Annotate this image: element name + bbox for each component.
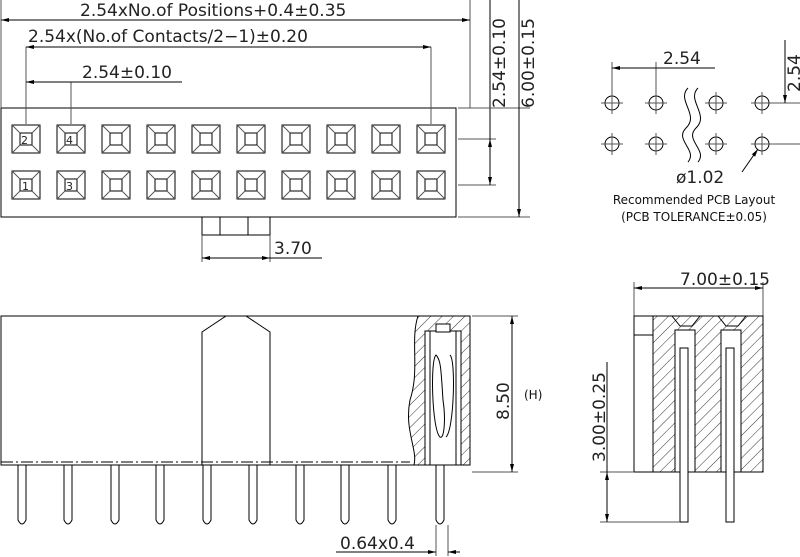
dim-overall-length: 2.54xNo.of Positions+0.4±0.35: [80, 1, 346, 21]
pin-cavity: [281, 170, 311, 200]
pin-cavity: [371, 170, 401, 200]
pcb-pitch-y: 2.54: [785, 54, 800, 92]
pin-cavity: [56, 170, 86, 200]
dim-pitch: 2.54±0.10: [82, 63, 172, 83]
pin-cavity: [11, 124, 41, 154]
pin-cavity: [56, 124, 86, 154]
pin-tail: [435, 465, 445, 525]
pin-tail: [63, 465, 73, 525]
pin-tail: [17, 465, 27, 525]
housing-front: [0, 315, 471, 466]
dim-width: 6.00±0.15: [519, 18, 539, 108]
pin-cavity: [191, 124, 221, 154]
dim-row-pitch: 2.54±0.10: [490, 18, 510, 108]
side-pin-2: [725, 347, 735, 523]
pin-tail: [340, 465, 350, 525]
dim-tail-length: 3.00±0.25: [590, 372, 610, 462]
pin-tails: [17, 465, 445, 525]
dim-tab: 3.70: [274, 239, 312, 259]
pin-label-3: 3: [66, 180, 73, 193]
housing-outline: [0, 107, 457, 218]
dim-pin-size: 0.64x0.4: [340, 534, 415, 554]
pcb-hole: [751, 92, 773, 114]
pcb-hole: [705, 133, 727, 155]
pin-tail: [295, 465, 305, 525]
pin-tail: [248, 465, 258, 525]
pcb-hole: [601, 133, 623, 155]
pin-tail: [387, 465, 397, 525]
pin-cavity: [371, 124, 401, 154]
polarization-tab: [201, 216, 271, 236]
hole-pattern: [601, 92, 773, 155]
pin-cavity: [191, 170, 221, 200]
top-view: 2 4 1 3 2.54xNo.of Positions+0.4±0.35 2.…: [0, 0, 539, 262]
pin-cavity: [146, 170, 176, 200]
side-dim-width: 7.00±0.15: [680, 270, 770, 290]
pcb-pitch-x: 2.54: [663, 49, 701, 69]
pin-tail: [110, 465, 120, 525]
pin-cavity: [236, 170, 266, 200]
pcb-hole: [645, 92, 667, 114]
height-label: (H): [524, 388, 542, 402]
front-view: 8.50 (H) 0.64x0.4: [0, 315, 542, 556]
pcb-tolerance: (PCB TOLERANCE±0.05): [621, 210, 767, 224]
pin-cavity: [281, 124, 311, 154]
side-pin-1: [679, 347, 689, 523]
pcb-hole: [645, 133, 667, 155]
pin-cavity: [326, 170, 356, 200]
pin-label-4: 4: [66, 134, 73, 147]
pin-cavity: [416, 170, 446, 200]
hole-diameter: ø1.02: [676, 168, 724, 188]
pin-grid: [11, 124, 446, 200]
pin-cavity: [326, 124, 356, 154]
pin-cavity: [146, 124, 176, 154]
pin-cavity: [101, 124, 131, 154]
pin-cavity: [236, 124, 266, 154]
pin-tail: [155, 465, 165, 525]
pin-cavity: [416, 124, 446, 154]
pcb-hole: [601, 92, 623, 114]
pin-label-1: 1: [22, 180, 29, 193]
pcb-layout-title: Recommended PCB Layout: [613, 193, 776, 207]
pin-cavity: [101, 170, 131, 200]
dim-height: 8.50: [494, 382, 514, 420]
pcb-layout: 2.54 2.54 ø1.02 Recommended PCB Layout (…: [601, 40, 800, 224]
side-view: 7.00±0.15 3.00±0.25: [590, 270, 770, 523]
pin-label-2: 2: [21, 134, 28, 147]
pin-cavity: [11, 170, 41, 200]
pcb-hole: [751, 133, 773, 155]
pin-tail: [202, 465, 212, 525]
pcb-hole: [705, 92, 727, 114]
dim-contacts-span: 2.54x(No.of Contacts/2−1)±0.20: [28, 27, 308, 47]
